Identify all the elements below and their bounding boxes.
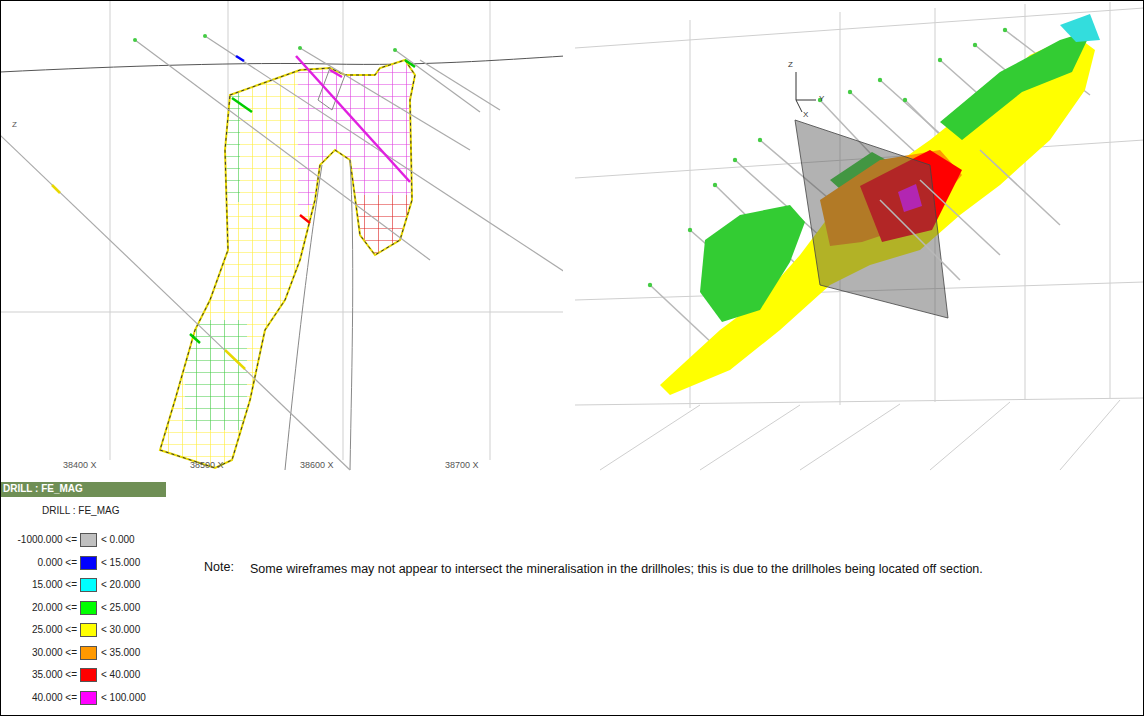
collars bbox=[133, 34, 397, 52]
section-view bbox=[1, 1, 563, 471]
axis-label: 38600 X bbox=[300, 460, 334, 470]
drillholes-front bbox=[880, 150, 1060, 280]
legend-range-start: 20.000 <= bbox=[32, 602, 77, 614]
legend-swatch bbox=[80, 668, 97, 682]
legend-range-start: 40.000 <= bbox=[32, 692, 77, 704]
legend-swatch bbox=[80, 533, 97, 547]
legend-range-end: < 40.000 bbox=[101, 669, 140, 681]
note-text: Some wireframes may not appear to inters… bbox=[250, 560, 1120, 578]
legend-swatch bbox=[80, 578, 97, 592]
legend-swatch bbox=[80, 623, 97, 637]
axis-label: Z bbox=[12, 120, 17, 129]
axis-label: Y bbox=[819, 94, 824, 103]
legend-swatch bbox=[80, 691, 97, 705]
legend-range-end: < 20.000 bbox=[101, 579, 140, 591]
legend-swatch bbox=[80, 646, 97, 660]
legend-range-start: 35.000 <= bbox=[32, 669, 77, 681]
drillholes bbox=[1, 36, 563, 470]
legend-range-end: < 100.000 bbox=[101, 692, 146, 704]
section-plane bbox=[795, 120, 948, 318]
legend-range-start: 0.000 <= bbox=[38, 557, 77, 569]
ore-outline bbox=[160, 60, 415, 468]
3d-view bbox=[575, 2, 1143, 470]
legend-range-end: < 0.000 bbox=[101, 534, 135, 546]
axis-label: 38700 X bbox=[445, 460, 479, 470]
legend-swatch bbox=[80, 601, 97, 615]
legend-range-end: < 15.000 bbox=[101, 557, 140, 569]
legend-range-end: < 35.000 bbox=[101, 647, 140, 659]
legend-header: DRILL : FE_MAG bbox=[3, 483, 83, 495]
legend-range-end: < 25.000 bbox=[101, 602, 140, 614]
host-wireframe bbox=[285, 68, 353, 470]
legend-range-start: 15.000 <= bbox=[32, 579, 77, 591]
legend-range-start: 25.000 <= bbox=[32, 624, 77, 636]
topography bbox=[1, 56, 563, 72]
axis-label: 38500 X bbox=[190, 460, 224, 470]
note-label: Note: bbox=[204, 560, 234, 574]
legend-swatch bbox=[80, 556, 97, 570]
ore-body bbox=[660, 14, 1100, 395]
legend-range-start: 30.000 <= bbox=[32, 647, 77, 659]
legend-range-start: -1000.000 <= bbox=[18, 534, 78, 546]
axis-label: Z bbox=[788, 60, 793, 69]
drill-intervals bbox=[52, 56, 415, 369]
ore-wireframe bbox=[150, 50, 430, 471]
legend-title: DRILL : FE_MAG bbox=[42, 505, 119, 517]
legend-range-end: < 30.000 bbox=[101, 624, 140, 636]
axis-label: X bbox=[803, 110, 808, 119]
axis-gizmo bbox=[796, 72, 816, 112]
grid bbox=[575, 2, 1143, 470]
axis-label: 38400 X bbox=[63, 460, 97, 470]
legend-header-bar bbox=[0, 482, 166, 497]
